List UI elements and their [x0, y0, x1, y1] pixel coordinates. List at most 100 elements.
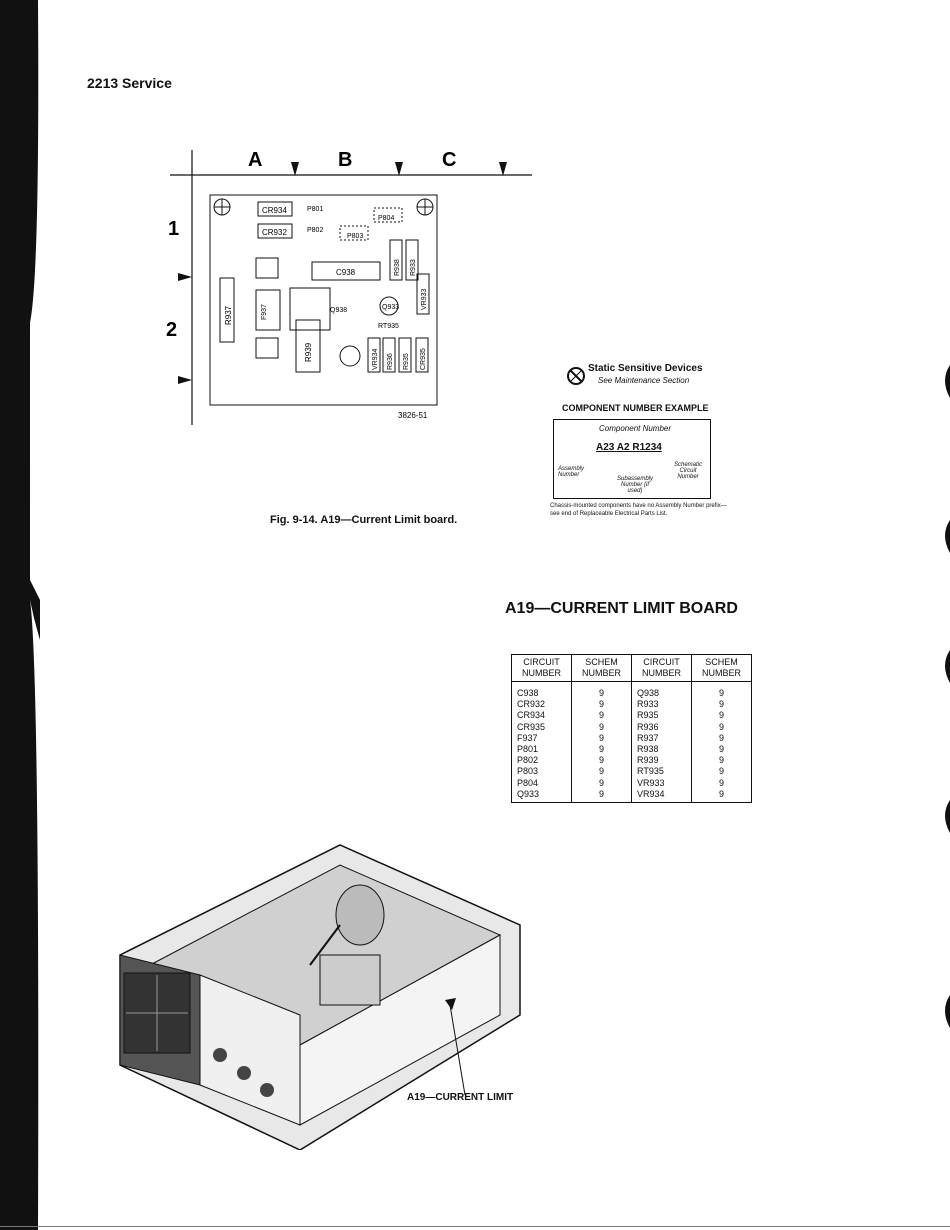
cell: 9 — [571, 699, 632, 711]
cell: R935 — [631, 710, 692, 722]
board-figure: A B C 1 2 CR934 P801 P804 CR932 P802 P80… — [166, 149, 532, 425]
cell: 9 — [691, 699, 752, 711]
cell: VR934 — [631, 788, 692, 804]
static-sensitive-subtitle: See Maintenance Section — [598, 376, 690, 385]
assembly-label: Assembly Number — [558, 466, 585, 478]
instrument-illustration — [119, 844, 521, 1150]
cell: 9 — [691, 744, 752, 756]
comp-r938: R938 — [394, 259, 401, 276]
side-tab-label: A19—CURRENT LIMIT BOARD — [4, 404, 32, 564]
row-label-1: 1 — [168, 218, 179, 240]
comp-vr933: VR933 — [421, 288, 428, 310]
cell: 9 — [691, 710, 752, 722]
cell: CR932 — [511, 699, 572, 711]
comp-r937: R937 — [224, 305, 233, 325]
comp-r939: R939 — [304, 342, 313, 362]
col-label-b: B — [338, 149, 352, 171]
comp-f937: F937 — [261, 304, 268, 320]
cell: Q938 — [631, 688, 692, 700]
comp-r933: R933 — [410, 259, 417, 276]
cell: 9 — [571, 688, 632, 700]
header-schem-number-2: SCHEM NUMBER — [691, 654, 752, 682]
comp-c938: C938 — [336, 268, 356, 277]
comp-p803: P803 — [347, 233, 363, 240]
cell: 9 — [571, 721, 632, 733]
comp-p801: P801 — [307, 206, 323, 213]
row-label-2: 2 — [166, 319, 177, 341]
cell: Q933 — [511, 788, 572, 804]
header-circuit-number-2: CIRCUIT NUMBER — [631, 654, 692, 682]
cell: 9 — [571, 732, 632, 745]
comp-q933: Q933 — [382, 304, 399, 311]
cell: P803 — [511, 766, 572, 778]
cell: 9 — [691, 688, 752, 700]
code-assembly: A23 — [596, 442, 615, 453]
code-schematic: R1234 — [632, 442, 662, 453]
cell: 9 — [691, 766, 752, 778]
static-sensitive-title: Static Sensitive Devices — [588, 363, 703, 374]
cell: R939 — [631, 755, 692, 767]
comp-r935: R935 — [403, 353, 410, 370]
parts-table-header: CIRCUIT NUMBER SCHEM NUMBER CIRCUIT NUMB… — [511, 654, 752, 682]
cell: R937 — [631, 732, 692, 745]
instrument-callout: A19—CURRENT LIMIT — [407, 1092, 514, 1103]
cell: 9 — [571, 755, 632, 767]
comp-p802: P802 — [307, 227, 323, 234]
cell: P804 — [511, 777, 572, 789]
component-example-title: COMPONENT NUMBER EXAMPLE — [562, 403, 709, 413]
cell: CR934 — [511, 710, 572, 722]
cell: F937 — [511, 732, 572, 745]
comp-cr934: CR934 — [262, 206, 287, 215]
col-label-a: A — [248, 149, 262, 171]
component-example-note: Chassis-mounted components have no Assem… — [550, 503, 727, 517]
cell: R938 — [631, 744, 692, 756]
comp-q938: Q938 — [330, 307, 347, 314]
cell: 9 — [571, 788, 632, 804]
cell: 9 — [691, 788, 752, 804]
static-sensitive-icon — [567, 367, 585, 385]
drawing-number: 3826-51 — [398, 411, 428, 420]
cell: 9 — [691, 755, 752, 767]
cell: RT935 — [631, 766, 692, 778]
comp-r936: R936 — [387, 353, 394, 370]
col-label-c: C — [442, 149, 456, 171]
parts-table-title: A19—CURRENT LIMIT BOARD — [505, 600, 738, 617]
side-tab-line1: A19—CURRENT LIMIT — [4, 420, 18, 548]
cell: 9 — [571, 710, 632, 722]
cell: 9 — [571, 744, 632, 756]
comp-vr934: VR934 — [372, 348, 379, 370]
cell: P802 — [511, 755, 572, 767]
cell: P801 — [511, 744, 572, 756]
cell: 9 — [691, 777, 752, 789]
comp-rt935: RT935 — [378, 323, 399, 330]
component-number-label: Component Number — [599, 424, 672, 433]
binding-edge — [0, 0, 40, 1230]
cell: 9 — [571, 766, 632, 778]
code-subassembly: A2 — [616, 442, 630, 453]
figure-caption: Fig. 9-14. A19—Current Limit board. — [270, 514, 458, 526]
right-edge-marks — [945, 365, 950, 1028]
cell: 9 — [691, 732, 752, 745]
cell: CR935 — [511, 721, 572, 733]
comp-cr932: CR932 — [262, 228, 287, 237]
side-tab-line2: BOARD — [18, 462, 32, 506]
side-tab-fig: FIG. 9-14 — [5, 357, 18, 405]
parts-table: CIRCUIT NUMBER SCHEM NUMBER CIRCUIT NUMB… — [511, 654, 752, 804]
cell: R933 — [631, 699, 692, 711]
schematic-label: Schematic Circuit Number — [673, 462, 702, 480]
component-code: A23 A2 R1234 — [596, 442, 662, 453]
cell: VR933 — [631, 777, 692, 789]
cell: C938 — [511, 688, 572, 700]
bottom-rule — [0, 1226, 950, 1227]
header-schem-number: SCHEM NUMBER — [571, 654, 632, 682]
comp-cr935: CR935 — [420, 348, 427, 370]
header-circuit-number: CIRCUIT NUMBER — [511, 654, 572, 682]
